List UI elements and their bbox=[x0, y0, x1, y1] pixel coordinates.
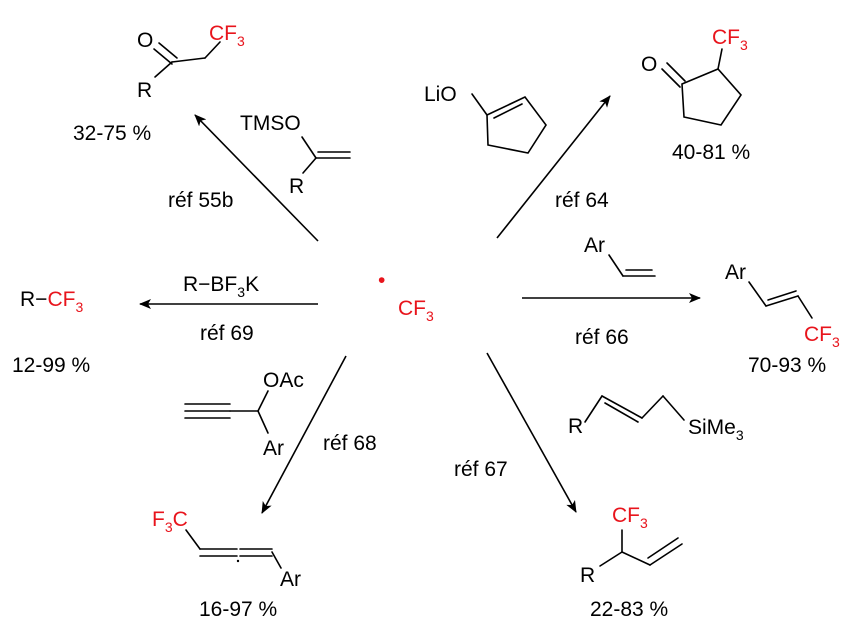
right-reagent: Ar bbox=[584, 234, 656, 277]
reagent-left: R−BF3K bbox=[183, 273, 259, 300]
bottom-left-product: F3C Ar bbox=[152, 508, 301, 591]
arrow-to-bottom-right bbox=[486, 352, 577, 513]
cf3-group: CF3 bbox=[712, 26, 748, 53]
cyclopentene-ring bbox=[486, 95, 547, 154]
oac-label: OAc bbox=[263, 369, 304, 392]
carbonyl-oxygen: O bbox=[137, 29, 153, 52]
ref-left: réf 69 bbox=[200, 322, 254, 345]
arrow-to-top-right bbox=[496, 95, 611, 239]
yield-left: 12-99 % bbox=[12, 354, 90, 377]
ref-top-right: réf 64 bbox=[555, 189, 609, 212]
cf3-group: CF3 bbox=[612, 504, 648, 531]
radical-cf3-label: CF3 bbox=[398, 297, 434, 324]
arrow-to-top-left bbox=[194, 114, 319, 242]
simethyl-label: SiMe3 bbox=[688, 416, 744, 443]
bottom-right-reagent: R SiMe3 bbox=[568, 395, 744, 443]
ar-label: Ar bbox=[725, 261, 746, 284]
yield-top-left: 32-75 % bbox=[73, 122, 151, 145]
ar-label: Ar bbox=[280, 568, 301, 591]
arrow-to-bottom-left bbox=[261, 355, 347, 514]
r-group: R bbox=[568, 415, 583, 438]
yield-bottom-right: 22-83 % bbox=[590, 598, 668, 621]
cf3-group: CF3 bbox=[804, 323, 840, 350]
r-group: R bbox=[580, 564, 595, 587]
yield-right: 70-93 % bbox=[748, 354, 826, 377]
top-right-reagent: LiO bbox=[424, 83, 547, 154]
yield-top-right: 40-81 % bbox=[672, 141, 750, 164]
right-product: Ar CF3 bbox=[725, 261, 840, 350]
top-left-reagent: TMSO R bbox=[240, 112, 351, 198]
yield-bottom-left: 16-97 % bbox=[199, 598, 277, 621]
co-bond-a bbox=[153, 48, 173, 65]
co-bond-b bbox=[158, 42, 178, 59]
f3c-group: F3C bbox=[152, 508, 188, 535]
allene-center-dot bbox=[236, 559, 240, 563]
radical-dot: • bbox=[378, 269, 385, 292]
lio-label: LiO bbox=[424, 83, 457, 106]
ref-bottom-right: réf 67 bbox=[454, 458, 508, 481]
top-right-product: O CF3 bbox=[641, 26, 748, 126]
cf3-radical: • CF3 bbox=[378, 269, 434, 324]
cyclopentanone-ring bbox=[681, 68, 743, 126]
bottom-right-product: CF3 R bbox=[580, 504, 683, 587]
cf3-group: CF3 bbox=[209, 22, 245, 49]
ar-label: Ar bbox=[263, 437, 284, 460]
ref-right: réf 66 bbox=[575, 326, 629, 349]
r-group: R bbox=[137, 79, 152, 102]
bottom-left-reagent: OAc Ar bbox=[184, 369, 304, 460]
r-group: R bbox=[289, 175, 304, 198]
ar-label: Ar bbox=[584, 234, 605, 257]
ref-bottom-left: réf 68 bbox=[323, 432, 377, 455]
top-left-product: O R CF3 bbox=[137, 22, 245, 102]
carbonyl-oxygen: O bbox=[641, 53, 657, 76]
tmso-label: TMSO bbox=[240, 112, 301, 135]
product-left: R−CF3 bbox=[20, 288, 83, 315]
ref-top-left: réf 55b bbox=[168, 189, 233, 212]
